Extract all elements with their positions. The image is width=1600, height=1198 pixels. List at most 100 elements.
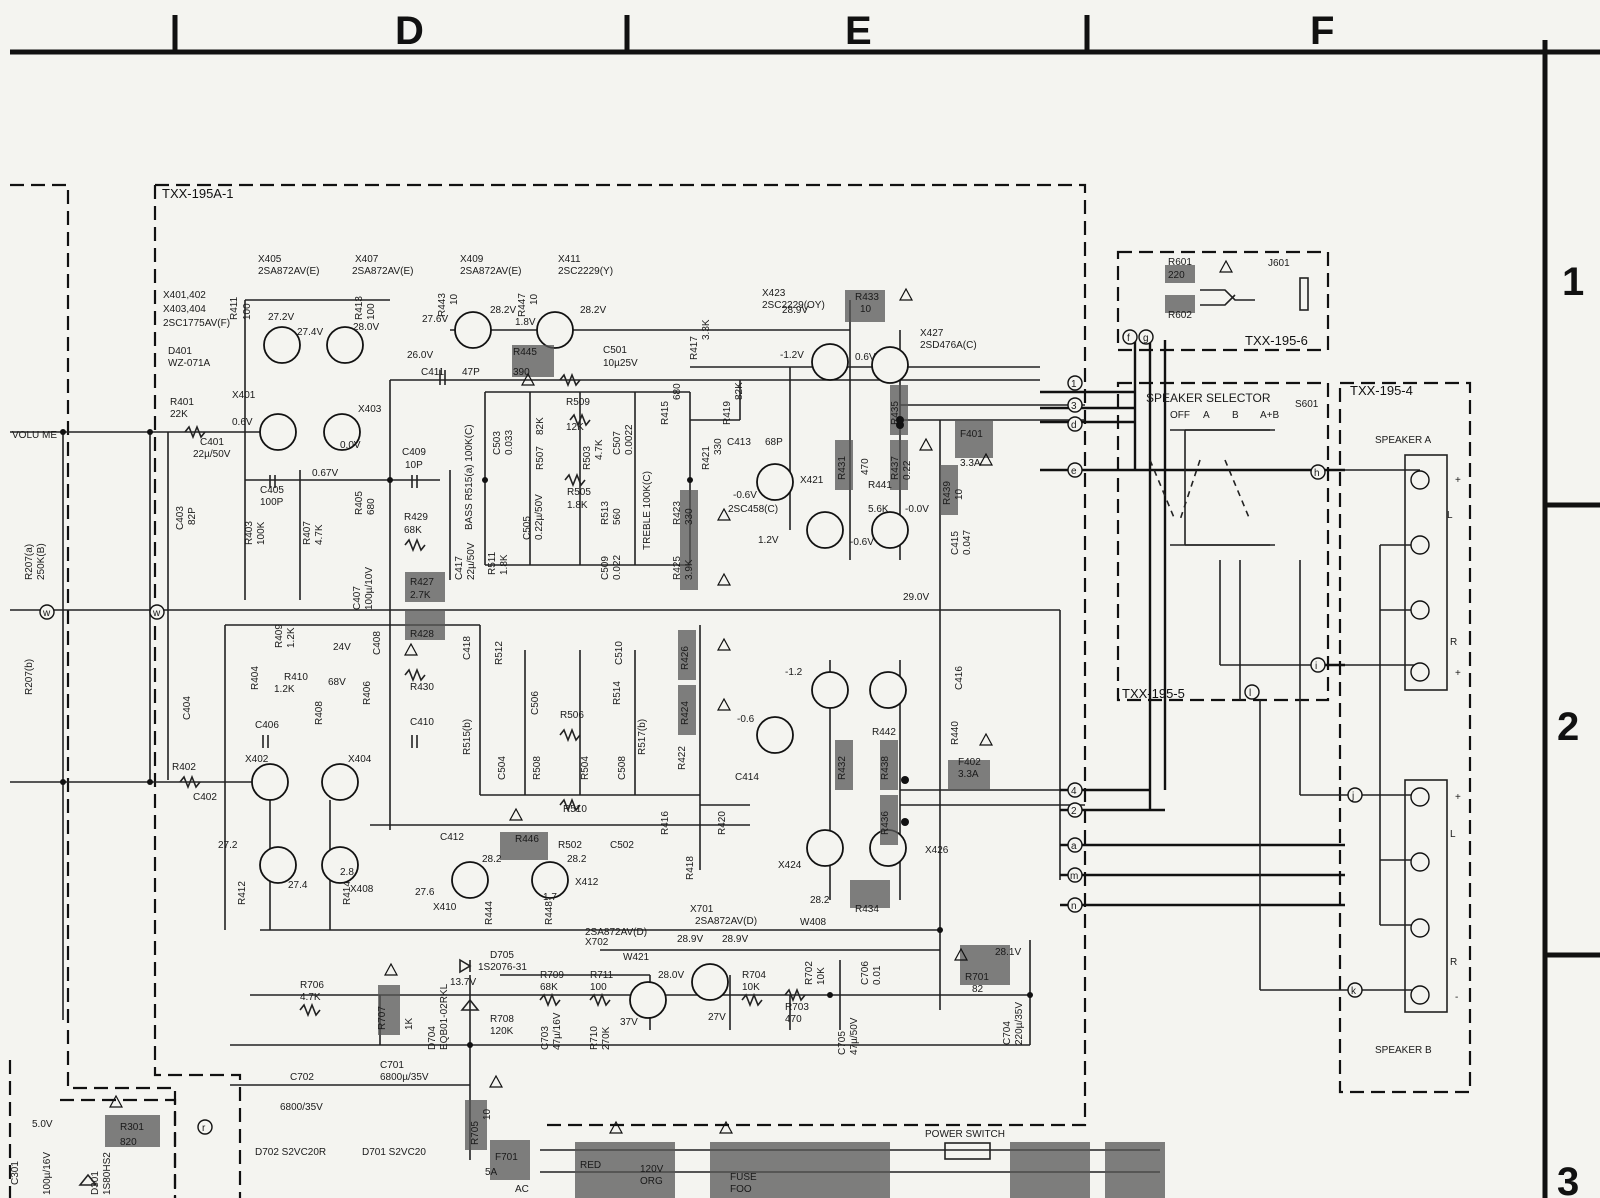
svg-text:2SC1775AV(F): 2SC1775AV(F) — [163, 318, 230, 329]
svg-text:R409: R409 — [274, 624, 285, 648]
svg-text:C408: C408 — [372, 631, 383, 655]
svg-text:W408: W408 — [800, 917, 827, 928]
svg-text:C509: C509 — [600, 556, 611, 580]
svg-text:R426: R426 — [680, 646, 691, 670]
svg-text:R427: R427 — [410, 577, 434, 588]
wires-output — [1040, 340, 1420, 991]
svg-text:0.047: 0.047 — [962, 530, 973, 555]
svg-text:R301: R301 — [120, 1122, 144, 1133]
svg-text:FUSE: FUSE — [730, 1172, 757, 1183]
svg-text:28.9V: 28.9V — [677, 934, 703, 945]
svg-text:X701: X701 — [690, 904, 714, 915]
svg-text:3.3A: 3.3A — [958, 769, 979, 780]
svg-text:68V: 68V — [328, 677, 346, 688]
transistor-x424 — [806, 829, 844, 867]
svg-text:C506: C506 — [530, 691, 541, 715]
svg-text:R402: R402 — [172, 762, 196, 773]
svg-text:OFF: OFF — [1170, 410, 1190, 421]
svg-text:w: w — [152, 608, 161, 619]
svg-text:WZ-071A: WZ-071A — [168, 358, 211, 369]
svg-text:X421: X421 — [800, 475, 824, 486]
svg-text:82K: 82K — [535, 417, 546, 435]
svg-text:R703: R703 — [785, 1002, 809, 1013]
svg-text:560: 560 — [612, 508, 623, 525]
svg-text:R507: R507 — [535, 446, 546, 470]
svg-text:R508: R508 — [532, 756, 543, 780]
transistor-x701 — [691, 963, 729, 1001]
transistor-x425 — [806, 511, 844, 549]
svg-text:10K: 10K — [816, 967, 827, 985]
svg-text:R410: R410 — [284, 672, 308, 683]
svg-text:R512: R512 — [494, 641, 505, 665]
svg-text:2SA872AV(E): 2SA872AV(E) — [258, 266, 320, 277]
svg-text:R709: R709 — [540, 970, 564, 981]
wires-lower-channel — [10, 624, 1085, 931]
svg-text:C410: C410 — [410, 717, 434, 728]
svg-text:X410: X410 — [433, 902, 457, 913]
svg-text:X427: X427 — [920, 328, 944, 339]
svg-text:X411: X411 — [558, 254, 581, 265]
svg-text:2SA872AV(D): 2SA872AV(D) — [585, 927, 647, 938]
svg-text:0.033: 0.033 — [504, 430, 515, 455]
svg-text:68K: 68K — [540, 982, 558, 993]
svg-text:J601: J601 — [1268, 258, 1290, 269]
svg-text:R515(b): R515(b) — [462, 719, 473, 755]
svg-text:R415: R415 — [660, 401, 671, 425]
svg-text:r: r — [202, 1123, 206, 1134]
svg-text:250K(B): 250K(B) — [36, 543, 47, 580]
svg-text:28.2V: 28.2V — [490, 305, 516, 316]
svg-text:4.7K: 4.7K — [594, 439, 605, 460]
svg-text:R418: R418 — [685, 856, 696, 880]
svg-text:82K: 82K — [734, 382, 745, 400]
svg-text:R408: R408 — [314, 701, 325, 725]
transistor-x420 — [756, 716, 794, 754]
svg-text:C501: C501 — [603, 345, 627, 356]
svg-text:2SC458(C): 2SC458(C) — [728, 504, 778, 515]
svg-text:X424: X424 — [778, 860, 802, 871]
svg-text:0.22µ/50V: 0.22µ/50V — [534, 494, 545, 540]
svg-text:X403: X403 — [358, 404, 382, 415]
speaker-a-terminal-r-minus — [1410, 600, 1430, 620]
svg-text:390: 390 — [513, 367, 530, 378]
svg-text:82: 82 — [972, 984, 984, 995]
speaker-a-terminal-l-minus — [1410, 535, 1430, 555]
svg-text:37V: 37V — [620, 1017, 638, 1028]
svg-text:22K: 22K — [170, 409, 188, 420]
svg-text:47P: 47P — [462, 367, 480, 378]
transistor-x407 — [326, 326, 364, 364]
svg-text:D705: D705 — [490, 950, 514, 961]
svg-text:+: + — [1455, 668, 1461, 679]
svg-text:22µ/50V: 22µ/50V — [193, 449, 231, 460]
transistor-x429 — [871, 511, 909, 549]
transistor-x406 — [259, 846, 297, 884]
svg-text:C404: C404 — [182, 696, 193, 720]
svg-text:C301: C301 — [10, 1161, 21, 1185]
svg-text:10: 10 — [529, 293, 540, 305]
svg-text:R404: R404 — [250, 666, 261, 690]
svg-text:X402: X402 — [245, 754, 269, 765]
transistor-x430 — [869, 671, 907, 709]
svg-text:68K: 68K — [404, 525, 422, 536]
transistor-x416 — [811, 671, 849, 709]
svg-text:SPEAKER A: SPEAKER A — [1375, 435, 1431, 446]
svg-text:C415: C415 — [950, 531, 961, 555]
svg-text:R711: R711 — [590, 970, 614, 981]
svg-text:R407: R407 — [302, 521, 313, 545]
svg-text:f: f — [1127, 333, 1130, 344]
svg-text:0.0022: 0.0022 — [624, 424, 635, 455]
svg-text:g: g — [1143, 333, 1149, 344]
svg-text:R434: R434 — [855, 904, 879, 915]
svg-text:X412: X412 — [575, 877, 599, 888]
svg-text:R406: R406 — [362, 681, 373, 705]
svg-text:F401: F401 — [960, 429, 983, 440]
board-label-main: TXX-195A-1 — [162, 186, 234, 201]
svg-text:R707: R707 — [377, 1006, 388, 1030]
transistor-x408 — [321, 846, 359, 884]
svg-text:C406: C406 — [255, 720, 279, 731]
svg-text:4.7K: 4.7K — [314, 524, 325, 545]
svg-text:EQB01-02RKL: EQB01-02RKL — [439, 983, 450, 1050]
svg-text:X408: X408 — [350, 884, 374, 895]
svg-text:C402: C402 — [193, 792, 217, 803]
speaker-terminals — [1404, 454, 1448, 1013]
svg-text:X702: X702 — [585, 937, 609, 948]
